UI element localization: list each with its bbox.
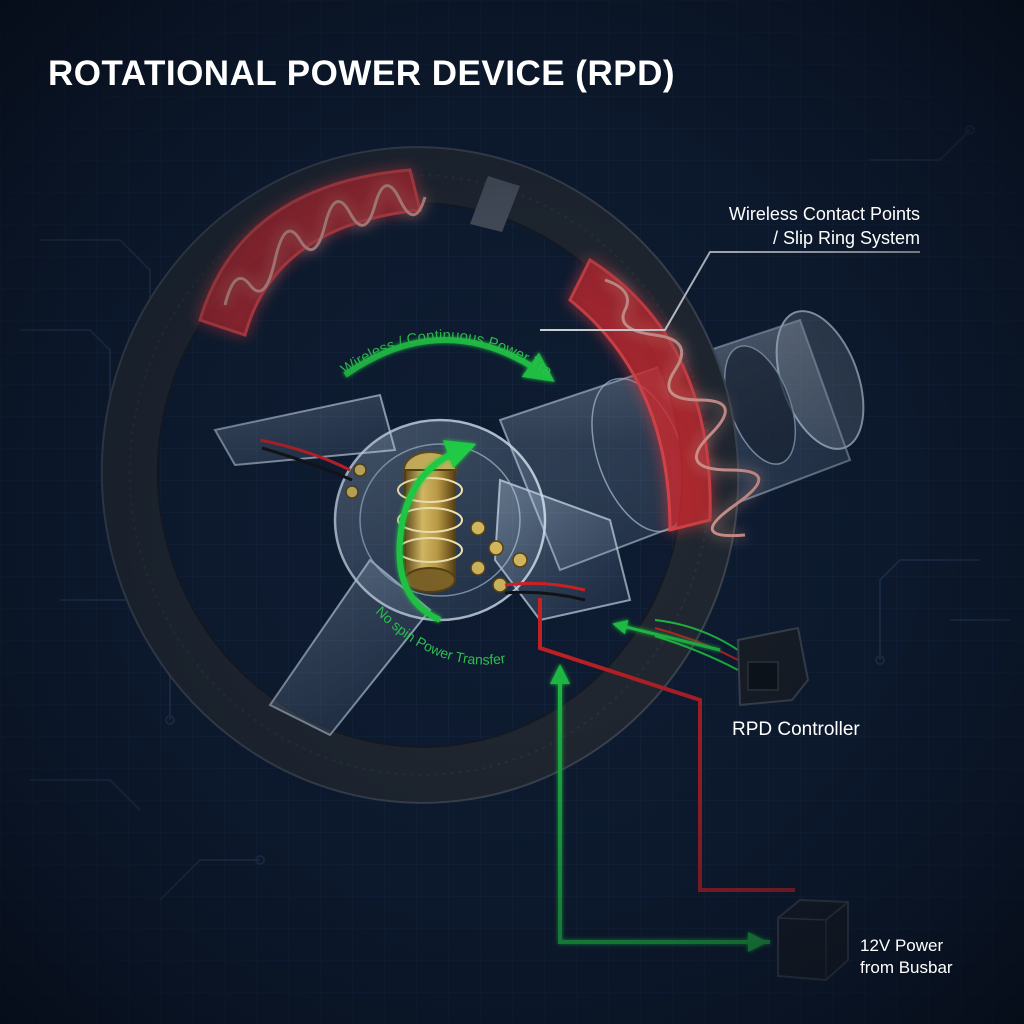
wireless-contact-line2: / Slip Ring System [772,228,920,248]
diagram-title: ROTATIONAL POWER DEVICE (RPD) [48,54,675,93]
power-label-line2: from Busbar [860,958,953,977]
power-box-icon [777,898,849,982]
power-label-line1: 12V Power [860,936,944,955]
wireless-contact-line1: Wireless Contact Points [728,204,920,224]
wireless-contact-label: Wireless Contact Points / Slip Ring Syst… [620,202,920,250]
power-source-label: 12V Power from Busbar [860,935,953,979]
rpd-controller-label: RPD Controller [732,719,860,740]
